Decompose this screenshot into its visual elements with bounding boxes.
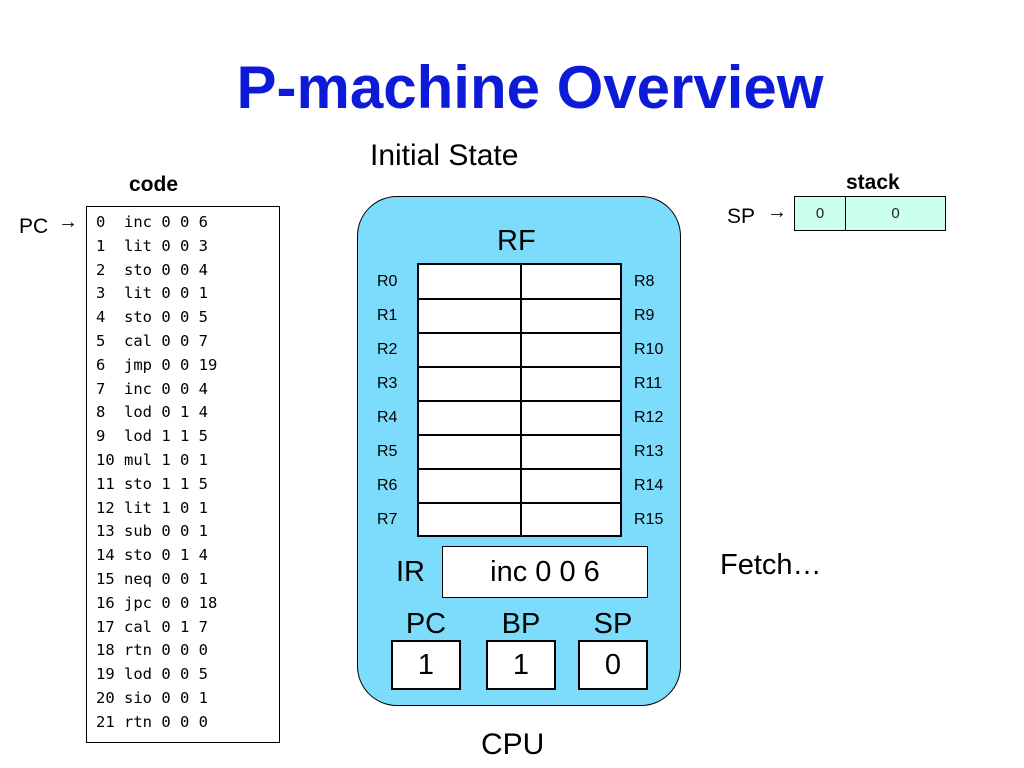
stack-cell-divider xyxy=(845,197,846,230)
code-line: 6 jmp 0 0 19 xyxy=(96,355,218,374)
code-line: 17 cal 0 1 7 xyxy=(96,617,208,636)
code-label: code xyxy=(129,173,179,196)
cpu-label: CPU xyxy=(481,728,545,761)
code-line: 3 lit 0 0 1 xyxy=(96,284,208,303)
bp-register-label: BP xyxy=(501,608,541,640)
code-listing: 0 inc 0 0 6 1 lit 0 0 3 2 sto 0 0 4 3 lit 0… xyxy=(96,211,217,735)
fetch-status: Fetch… xyxy=(720,549,822,581)
code-line: 14 sto 0 1 4 xyxy=(96,546,208,565)
code-line: 0 inc 0 0 6 xyxy=(96,213,208,231)
register-label: R14 xyxy=(634,477,664,494)
register-label: R6 xyxy=(377,477,398,494)
code-line: 12 lit 1 0 1 xyxy=(96,498,208,517)
register-label: R2 xyxy=(377,341,398,358)
stack-label: stack xyxy=(846,171,900,194)
code-line: 5 cal 0 0 7 xyxy=(96,331,208,350)
register-label: R11 xyxy=(634,375,663,392)
code-line: 13 sub 0 0 1 xyxy=(96,522,208,541)
code-line: 19 lod 0 0 5 xyxy=(96,665,208,684)
code-line: 11 sto 1 1 5 xyxy=(96,474,208,493)
register-row-divider xyxy=(419,298,620,300)
code-line: 7 inc 0 0 4 xyxy=(96,379,208,398)
register-label: R8 xyxy=(634,273,655,290)
code-pc-label: PC xyxy=(19,215,49,238)
register-label: R15 xyxy=(634,511,664,528)
code-line: 21 rtn 0 0 0 xyxy=(96,712,208,731)
code-line: 10 mul 1 0 1 xyxy=(96,450,208,469)
ir-register: inc 0 0 6 xyxy=(442,546,648,598)
register-row-divider xyxy=(419,502,620,504)
register-column-divider xyxy=(520,265,522,535)
register-row-divider xyxy=(419,434,620,436)
pc-register: 1 xyxy=(391,640,461,690)
register-label: R12 xyxy=(634,409,664,426)
register-row-divider xyxy=(419,468,620,470)
stack-memory: 0 0 xyxy=(794,196,946,231)
sp-pointer-arrow-icon: → xyxy=(767,201,787,223)
rf-label: RF xyxy=(497,225,536,257)
code-line: 16 jpc 0 0 18 xyxy=(96,593,218,612)
stack-sp-label: SP xyxy=(727,205,756,228)
code-line: 1 lit 0 0 3 xyxy=(96,236,208,255)
page-title: P-machine Overview xyxy=(236,54,824,121)
register-label: R7 xyxy=(377,511,398,528)
bp-register: 1 xyxy=(486,640,556,690)
code-line: 2 sto 0 0 4 xyxy=(96,260,208,279)
register-label: R5 xyxy=(377,443,398,460)
register-label: R3 xyxy=(377,375,398,392)
register-file-grid xyxy=(417,263,622,537)
register-label: R13 xyxy=(634,443,664,460)
code-line: 18 rtn 0 0 0 xyxy=(96,641,208,660)
pc-register-label: PC xyxy=(405,608,447,640)
code-line: 9 lod 1 1 5 xyxy=(96,427,208,446)
register-label: R9 xyxy=(634,307,655,324)
register-label: R0 xyxy=(377,273,398,290)
stack-cell: 0 xyxy=(891,205,900,222)
register-row-divider xyxy=(419,400,620,402)
register-row-divider xyxy=(419,366,620,368)
register-row-divider xyxy=(419,332,620,334)
stack-cell: 0 xyxy=(815,205,825,222)
subtitle: Initial State xyxy=(370,139,519,172)
register-label: R4 xyxy=(377,409,398,426)
code-line: 15 neq 0 0 1 xyxy=(96,569,208,588)
ir-label: IR xyxy=(396,556,425,588)
register-label: R1 xyxy=(377,307,398,324)
code-line: 8 lod 0 1 4 xyxy=(96,403,208,422)
register-label: R10 xyxy=(634,341,664,358)
code-line: 20 sio 0 0 1 xyxy=(96,688,208,707)
code-memory-box: 0 inc 0 0 6 1 lit 0 0 3 2 sto 0 0 4 3 lit 0… xyxy=(86,206,280,743)
code-line: 4 sto 0 0 5 xyxy=(96,308,208,327)
sp-register-label: SP xyxy=(593,608,633,640)
pc-pointer-arrow-icon: → xyxy=(58,211,78,233)
sp-register: 0 xyxy=(578,640,648,690)
